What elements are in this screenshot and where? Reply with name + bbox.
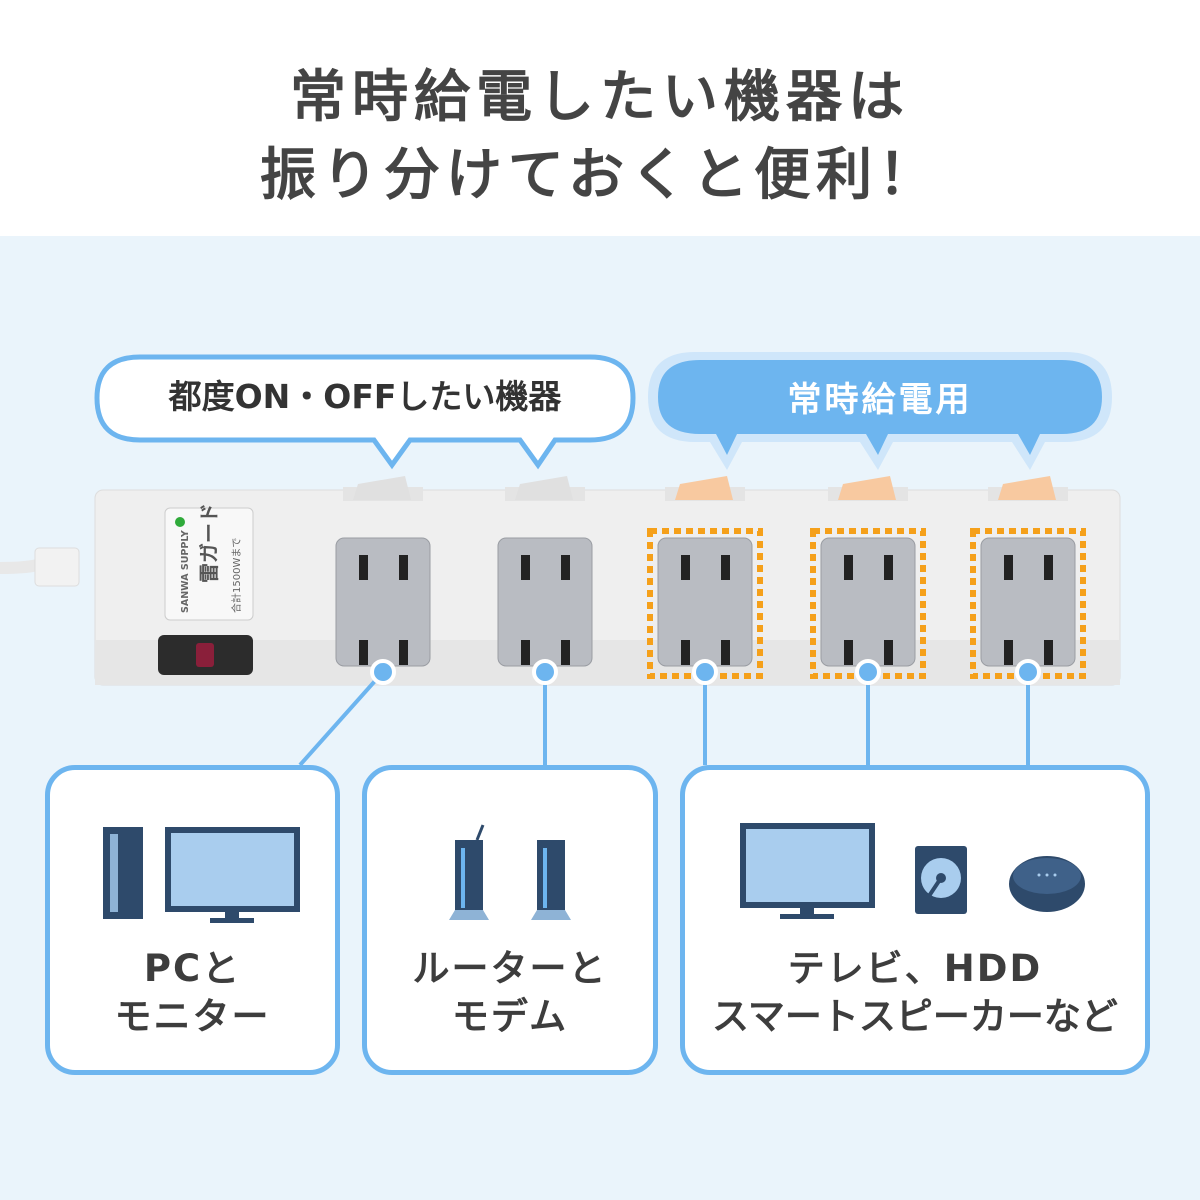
socket-slot (884, 555, 893, 580)
device-label-line-2: モニター (114, 995, 271, 1038)
socket-face (335, 537, 431, 667)
rating-label: 合計1500Wまで (230, 538, 243, 613)
brand-label-plate (164, 507, 254, 621)
outlet-switch[interactable] (675, 476, 733, 500)
socket-slot (399, 640, 408, 665)
socket-slot (844, 640, 853, 665)
outlet-switch[interactable] (998, 476, 1056, 500)
socket-slot (359, 640, 368, 665)
socket-slot (521, 555, 530, 580)
router-icon (449, 824, 489, 920)
power-cord (0, 558, 43, 574)
connector-dot (532, 659, 558, 685)
strip-base (95, 640, 1120, 685)
brand-logo: SANWA SUPPLY 雷ガード 合計1500Wまで (180, 503, 243, 613)
device-label-line-2: モデム (451, 995, 569, 1038)
socket-slot (1004, 640, 1013, 665)
modem-icon (531, 840, 571, 920)
outlet-switch[interactable] (515, 476, 573, 500)
connector-dot (692, 659, 718, 685)
connector-line (298, 670, 385, 767)
outlet-2 (497, 476, 593, 667)
outlet-5 (970, 476, 1086, 679)
brand-name: SANWA SUPPLY (180, 530, 191, 613)
tv-hdd-speaker-icons (740, 823, 1085, 919)
socket-slot (1044, 555, 1053, 580)
socket-face (980, 537, 1076, 667)
outlet-4 (810, 476, 926, 679)
socket-slot (884, 640, 893, 665)
socket-slot (399, 555, 408, 580)
device-card-always-on: テレビ、HDD スマートスピーカーなど (680, 765, 1150, 1075)
pc-tower-icon (103, 827, 143, 919)
socket-face (497, 537, 593, 667)
socket-slot (561, 640, 570, 665)
router-modem-icons (449, 824, 571, 920)
socket-slot (721, 640, 730, 665)
pc-monitor-icons (103, 827, 300, 923)
connector-dot (855, 659, 881, 685)
socket-slot (1004, 555, 1013, 580)
socket-face (820, 537, 916, 667)
tv-icon (740, 823, 875, 919)
outlet-3 (647, 476, 763, 679)
device-card-pc: PCと モニター (45, 765, 340, 1075)
socket-slot (681, 640, 690, 665)
device-label-line-2: スマートスピーカーなど (712, 995, 1118, 1038)
always-on-callout (648, 352, 1112, 470)
title-line-1: 常時給電したい機器は (290, 65, 910, 130)
always-on-callout-label: 常時給電用 (787, 380, 973, 420)
indicator-led (175, 517, 185, 527)
device-label-line-1: テレビ、HDD (787, 947, 1043, 990)
socket-slot (1044, 640, 1053, 665)
outlet-switch[interactable] (838, 476, 896, 500)
socket-slot (681, 555, 690, 580)
socket-slot (359, 555, 368, 580)
socket-slot (561, 555, 570, 580)
cord-bushing (34, 547, 80, 587)
always-on-highlight (810, 528, 926, 679)
device-label-line-1: PCと (143, 947, 242, 990)
socket-slot (721, 555, 730, 580)
socket-slot (521, 640, 530, 665)
connector-dot (1015, 659, 1041, 685)
hdd-icon (915, 846, 967, 914)
switched-callout (94, 354, 636, 470)
connector-dot (370, 659, 396, 685)
main-switch-knob (196, 643, 214, 667)
product-label: 雷ガード (197, 503, 221, 583)
always-on-highlight (647, 528, 763, 679)
always-on-highlight (970, 528, 1086, 679)
outlet-switch[interactable] (353, 476, 411, 500)
switched-callout-label: 都度ON・OFFしたい機器 (168, 377, 562, 416)
title-line-2: 振り分けておくと便利！ (259, 143, 941, 208)
device-label-line-1: ルーターと (412, 947, 608, 990)
smart-speaker-icon (1009, 856, 1085, 912)
header-area: 常時給電したい機器は 振り分けておくと便利！ (0, 0, 1200, 236)
device-card-router: ルーターと モデム (362, 765, 658, 1075)
socket-face (657, 537, 753, 667)
socket-slot (844, 555, 853, 580)
